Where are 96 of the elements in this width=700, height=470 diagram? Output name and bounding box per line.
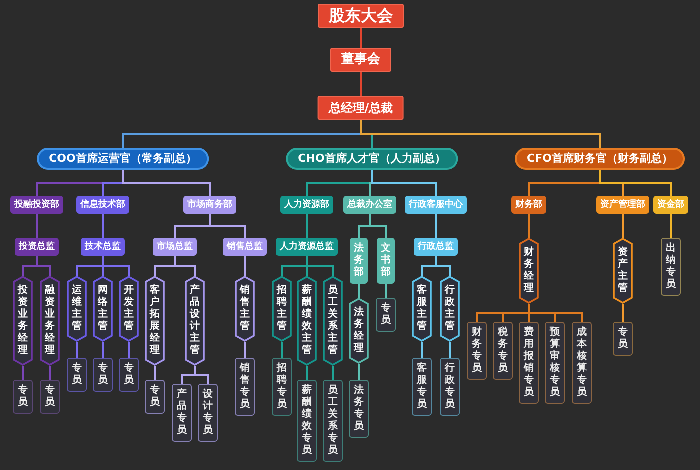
connector-line <box>332 366 334 380</box>
staff-box: 专员 <box>613 322 633 356</box>
staff-box: 费用报销专员 <box>519 322 539 404</box>
director-box: 市场总监 <box>153 238 197 256</box>
staff-box: 出纳专员 <box>661 238 681 296</box>
staff-box: 税务专员 <box>493 322 513 380</box>
connector-line <box>599 170 672 196</box>
connector-line <box>670 214 672 238</box>
staff-box: 销售专员 <box>235 358 255 416</box>
org-box: 董事会 <box>330 48 392 72</box>
connector-line <box>306 214 308 238</box>
department-box: 资金部 <box>654 196 688 214</box>
staff-box: 财务专员 <box>467 322 487 380</box>
staff-box: 专员 <box>40 380 60 414</box>
executive-box: COO首席运营官（常务副总） <box>37 148 209 170</box>
department-box: 人力资源部 <box>280 196 334 214</box>
department-box: 总裁办公室 <box>344 196 396 214</box>
connector-line <box>36 256 51 276</box>
manager-box: 法务经理 <box>349 298 369 364</box>
connector-line <box>622 304 624 322</box>
executive-box: CHO首席人才官（人力副总） <box>286 148 458 170</box>
manager-box: 开发主管 <box>119 276 139 342</box>
connector-line <box>369 214 387 238</box>
org-box: 总经理/总裁 <box>318 96 404 120</box>
manager-box: 薪酬绩效主管 <box>297 276 317 366</box>
staff-box: 专员 <box>93 358 113 392</box>
director-box: 技术总监 <box>81 238 125 256</box>
connector-line <box>244 342 246 358</box>
connector-line <box>360 28 362 48</box>
department-box: 市场商务部 <box>184 196 236 214</box>
manager-box: 财务经理 <box>519 238 539 304</box>
manager-box: 客户拓展经理 <box>145 276 165 366</box>
connector-line <box>360 120 601 148</box>
manager-box: 产品设计主管 <box>185 276 205 366</box>
director-box: 人力资源总监 <box>276 238 338 256</box>
manager-box: 运维主管 <box>67 276 87 342</box>
manager-box: 资产主管 <box>613 238 633 304</box>
staff-box: 产品专员 <box>172 384 192 442</box>
connector-line <box>76 342 78 358</box>
department-box: 投融投资部 <box>10 196 64 214</box>
connector-line <box>622 214 624 238</box>
manager-box: 投资业务经理 <box>13 276 33 366</box>
manager-box: 招聘主管 <box>272 276 292 342</box>
connector-line <box>102 214 104 238</box>
connector-line <box>154 366 156 380</box>
connector-line <box>435 214 437 238</box>
manager-box: 网络主管 <box>93 276 113 342</box>
department-box: 行政客服中心 <box>405 196 467 214</box>
staff-box: 薪酬绩效专员 <box>297 380 317 462</box>
connector-line <box>358 364 360 380</box>
staff-box: 专员 <box>119 358 139 392</box>
staff-box: 专员 <box>67 358 87 392</box>
staff-box: 设计专员 <box>198 384 218 442</box>
connector-line <box>358 284 360 298</box>
org-box: 股东大会 <box>318 4 404 28</box>
connector-line <box>209 214 246 238</box>
staff-box: 专员 <box>13 380 33 414</box>
connector-line <box>36 214 38 238</box>
manager-box: 融资业务经理 <box>40 276 60 366</box>
staff-box: 预算审核专员 <box>545 322 565 404</box>
staff-box: 成本核算专员 <box>572 322 592 404</box>
office-box: 法务部 <box>350 238 368 284</box>
director-box: 投资总监 <box>15 238 59 256</box>
department-box: 财务部 <box>512 196 546 214</box>
department-box: 信息技术部 <box>76 196 130 214</box>
connector-line <box>421 342 423 358</box>
connector-line <box>281 342 283 358</box>
connector-line <box>102 342 104 358</box>
department-box: 资产管理部 <box>596 196 650 214</box>
connector-line <box>371 170 437 196</box>
manager-box: 行政主管 <box>440 276 460 342</box>
connector-line <box>194 366 209 384</box>
office-box: 文书部 <box>377 238 395 284</box>
manager-box: 销售主管 <box>235 276 255 342</box>
staff-box: 专员 <box>145 380 165 414</box>
connector-line <box>22 366 24 380</box>
director-box: 销售总监 <box>223 238 267 256</box>
manager-box: 客服主管 <box>412 276 432 342</box>
director-box: 行政总监 <box>414 238 458 256</box>
staff-box: 专员 <box>376 298 396 332</box>
connector-line <box>128 342 130 358</box>
connector-line <box>360 72 362 96</box>
connector-line <box>49 366 51 380</box>
staff-box: 行政专员 <box>440 358 460 416</box>
connector-line <box>244 256 246 276</box>
connector-line <box>385 284 387 298</box>
staff-box: 员工关系专员 <box>323 380 343 462</box>
staff-box: 法务专员 <box>349 380 369 438</box>
staff-box: 客服专员 <box>412 358 432 416</box>
manager-box: 员工关系主管 <box>323 276 343 366</box>
connector-line <box>306 366 308 380</box>
executive-box: CFO首席财务官（财务副总） <box>515 148 685 170</box>
connector-line <box>528 214 530 238</box>
staff-box: 招聘专员 <box>272 358 292 416</box>
connector-line <box>449 342 451 358</box>
connector-line <box>122 170 211 196</box>
